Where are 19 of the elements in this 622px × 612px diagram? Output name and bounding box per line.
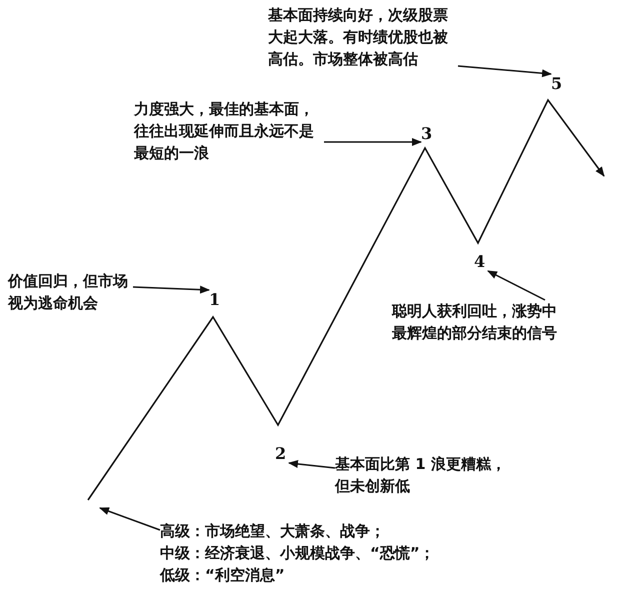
annotation-text: 基本面持续向好，次级股票大起大落。有时绩优股也被高估。市场整体被高估 — [268, 4, 458, 70]
leader-arrow — [99, 507, 160, 531]
leader-arrow — [324, 138, 422, 146]
annotation-text: 力度强大，最佳的基本面，往往出现延伸而且永远不是最短的一浪 — [134, 98, 324, 164]
annotation-text: 基本面比第 1 浪更糟糕，但未创新低 — [335, 453, 515, 497]
wave-number: 1 — [209, 290, 223, 309]
leader-arrow — [487, 270, 546, 301]
wave-number: 3 — [421, 124, 435, 143]
leader-arrow — [458, 65, 552, 78]
leader-arrow — [132, 286, 210, 294]
wave-number: 5 — [551, 74, 565, 93]
annotation-text: 价值回归，但市场视为逃命机会 — [8, 270, 133, 314]
leader-arrow — [288, 460, 336, 469]
annotation-text: 聪明人获利回吐，涨势中最辉煌的部分结束的信号 — [392, 300, 567, 344]
annotation-text: 高级：市场绝望、大萧条、战争； — [160, 521, 386, 542]
annotation-text: 中级：经济衰退、小规模战争、“恐慌”； — [160, 543, 436, 564]
wave-number: 4 — [474, 252, 488, 271]
annotation-text: 低级：“利空消息” — [160, 565, 286, 586]
wave-number: 2 — [275, 444, 289, 463]
